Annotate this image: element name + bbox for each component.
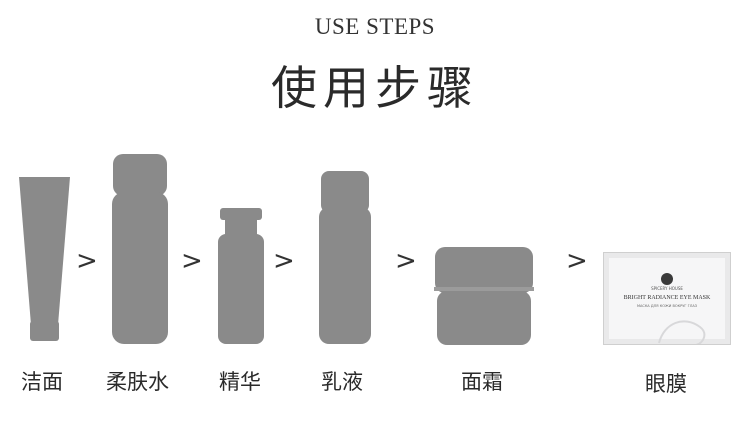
step-arrow-5: > (566, 246, 588, 276)
step-arrow-1: > (76, 246, 98, 276)
eye-mask-pack-icon: SPICERY HOUSE BRIGHT RADIANCE EYE MASK М… (603, 252, 731, 345)
step-label-toner: 柔肤水 (106, 370, 169, 394)
step-label-cream: 面霜 (461, 370, 503, 394)
toner-bottle-icon (112, 154, 168, 344)
step-arrow-2: > (181, 246, 203, 276)
step-label-essence: 精华 (219, 370, 261, 394)
cleanser-tube-icon (19, 177, 70, 341)
cream-jar-icon (434, 247, 534, 345)
essence-vial-icon (218, 208, 264, 344)
pack-product-name: BRIGHT RADIANCE EYE MASK (623, 295, 711, 301)
step-label-cleanser: 洁面 (21, 370, 63, 394)
pack-brand: SPICERY HOUSE (651, 286, 683, 291)
section-title-english: USE STEPS (314, 14, 436, 39)
section-title-chinese: 使用步骤 (271, 61, 479, 115)
mask-outline-icon (658, 320, 706, 344)
step-label-eye-mask: 眼膜 (645, 372, 687, 396)
pack-inner-panel (609, 258, 725, 339)
step-arrow-4: > (395, 246, 417, 276)
brand-logo (661, 273, 673, 285)
lotion-bottle-icon (319, 171, 371, 344)
step-label-lotion: 乳液 (321, 370, 363, 394)
pack-subtitle: МАСКА ДЛЯ КОЖИ ВОКРУГ ГЛАЗ (636, 304, 698, 308)
step-arrow-3: > (273, 246, 295, 276)
